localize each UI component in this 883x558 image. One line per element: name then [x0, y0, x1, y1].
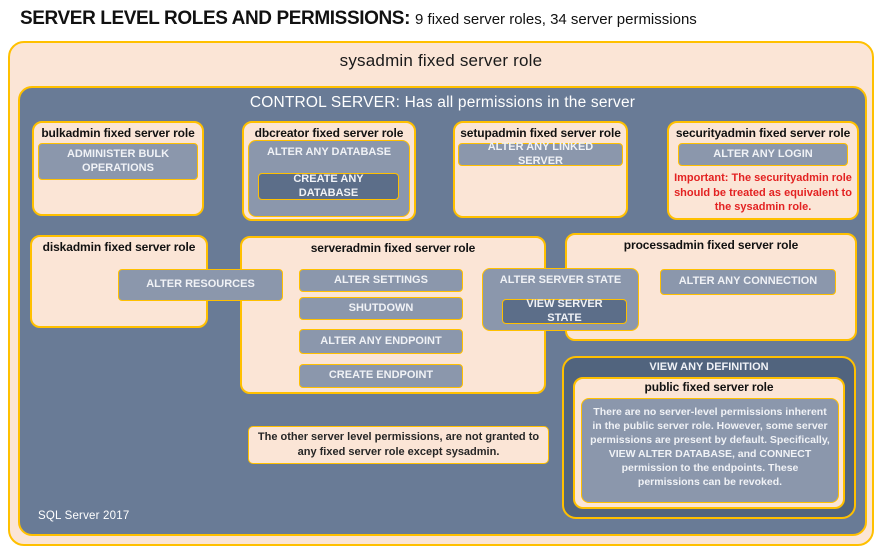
securityadmin-warning-text: Important: The securityadmin role should… [674, 172, 852, 214]
permission-view-any-definition-label: VIEW ANY DEFINITION [649, 361, 769, 373]
public-role-note: There are no server-level permissions in… [581, 398, 839, 503]
role-title-bulkadmin: bulkadmin fixed server role [41, 126, 195, 140]
page-title: SERVER LEVEL ROLES AND PERMISSIONS:9 fix… [20, 8, 697, 30]
other-permissions-note: The other server level permissions, are … [248, 426, 549, 464]
permission-create-endpoint: CREATE ENDPOINT [299, 364, 463, 388]
sql-server-version-label: SQL Server 2017 [38, 510, 130, 522]
permission-administer-bulk-operations: ADMINISTER BULK OPERATIONS [38, 143, 198, 180]
role-title-diskadmin: diskadmin fixed server role [42, 240, 196, 254]
role-box-securityadmin: securityadmin fixed server role ALTER AN… [667, 121, 859, 220]
permission-alter-server-state: ALTER SERVER STATE VIEW SERVER STATE [482, 268, 639, 331]
permission-view-server-state: VIEW SERVER STATE [502, 298, 627, 324]
control-server-label: CONTROL SERVER: Has all permissions in t… [249, 94, 636, 111]
permission-alter-resources: ALTER RESOURCES [118, 269, 283, 301]
role-box-dbcreator: dbcreator fixed server role ALTER ANY DA… [242, 121, 416, 221]
role-box-public: public fixed server role There are no se… [573, 377, 845, 509]
page-title-main: SERVER LEVEL ROLES AND PERMISSIONS: [20, 8, 411, 29]
permission-alter-any-database-label: ALTER ANY DATABASE [266, 146, 392, 158]
permission-alter-any-linked-server: ALTER ANY LINKED SERVER [458, 141, 623, 167]
page-title-sub: 9 fixed server roles, 34 server permissi… [415, 11, 697, 28]
permission-alter-any-database: ALTER ANY DATABASE CREATE ANY DATABASE [248, 140, 410, 217]
control-server-box: CONTROL SERVER: Has all permissions in t… [18, 86, 867, 536]
permission-create-any-database: CREATE ANY DATABASE [258, 173, 399, 200]
role-box-setupadmin: setupadmin fixed server role ALTER ANY L… [453, 121, 628, 218]
role-title-public: public fixed server role [644, 380, 774, 394]
role-title-serveradmin: serveradmin fixed server role [310, 241, 476, 255]
role-title-processadmin: processadmin fixed server role [623, 238, 799, 252]
role-box-bulkadmin: bulkadmin fixed server role ADMINISTER B… [32, 121, 204, 216]
permission-alter-settings: ALTER SETTINGS [299, 269, 463, 292]
permission-alter-any-login: ALTER ANY LOGIN [678, 143, 848, 166]
permission-alter-any-endpoint: ALTER ANY ENDPOINT [299, 329, 463, 354]
role-title-dbcreator: dbcreator fixed server role [254, 126, 404, 140]
sysadmin-role-label: sysadmin fixed server role [339, 51, 543, 70]
permission-shutdown: SHUTDOWN [299, 297, 463, 320]
role-title-setupadmin: setupadmin fixed server role [460, 126, 621, 140]
permission-view-any-definition: VIEW ANY DEFINITION public fixed server … [562, 356, 856, 519]
role-title-securityadmin: securityadmin fixed server role [675, 126, 851, 140]
sysadmin-role-box: sysadmin fixed server role CONTROL SERVE… [8, 41, 874, 546]
permission-alter-server-state-label: ALTER SERVER STATE [499, 274, 622, 286]
permission-alter-any-connection: ALTER ANY CONNECTION [660, 269, 836, 295]
